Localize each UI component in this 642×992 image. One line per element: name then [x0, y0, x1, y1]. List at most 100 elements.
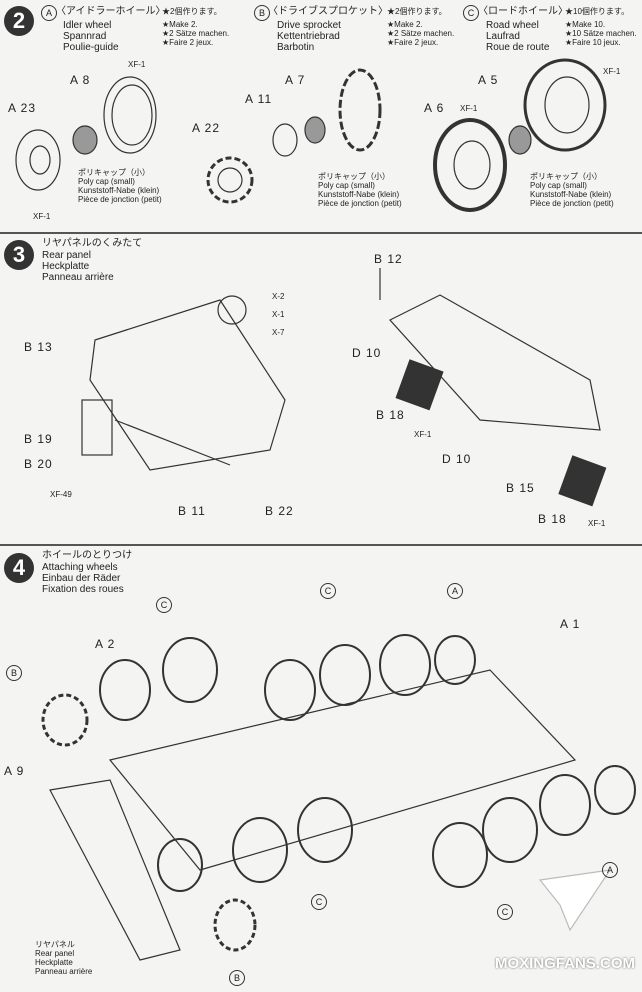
name-fr: Barbotin	[277, 42, 315, 53]
label-x1: X-1	[272, 310, 285, 319]
step-3-name-fr: Panneau arrière	[42, 272, 114, 283]
polycap-jp: ポリキャップ（小）	[78, 168, 150, 177]
note-fr: ★Faire 2 jeux.	[387, 38, 439, 47]
roadwheel-note-jp: ★10個作ります。	[565, 7, 630, 16]
label-a8: A 8	[70, 73, 91, 87]
label-a11: A 11	[245, 92, 273, 106]
roadwheel-notes: ★Make 10. ★10 Sätze machen. ★Faire 10 je…	[565, 20, 637, 47]
name-en: Drive sprocket	[277, 20, 341, 31]
label-xf1: XF-1	[33, 212, 51, 221]
marker-c: C	[320, 583, 336, 599]
label-b20: B 20	[24, 457, 53, 471]
name-de: Laufrad	[486, 31, 520, 42]
note-de: ★2 Sätze machen.	[387, 29, 455, 38]
note-de: ★2 Sätze machen.	[162, 29, 230, 38]
label-b15: B 15	[506, 481, 535, 495]
road-wheel-drawing	[433, 58, 607, 212]
polycap-note-c: ポリキャップ（小） Poly cap (small) Kunststoff-Na…	[530, 172, 614, 208]
roadwheel-names: Road wheel Laufrad Roue de route	[486, 20, 549, 53]
step-4-title-jp: ホイールのとりつけ	[42, 550, 133, 561]
step-3-name-en: Rear panel	[42, 250, 91, 261]
part-marker-c: C	[463, 5, 479, 21]
marker-c: C	[311, 894, 327, 910]
label-a23: A 23	[8, 101, 37, 115]
name-en: Idler wheel	[63, 20, 112, 31]
polycap-note-a: ポリキャップ（小） Poly cap (small) Kunststoff-Na…	[78, 168, 162, 204]
polycap-jp: ポリキャップ（小）	[530, 172, 602, 181]
polycap-de: Kunststoff-Nabe (klein)	[318, 190, 400, 199]
rear-panel-left-drawing	[81, 295, 286, 471]
label-a2: A 2	[95, 637, 116, 651]
label-d10: D 10	[352, 346, 382, 360]
polycap-en: Poly cap (small)	[78, 177, 135, 186]
note-en: ★Make 10.	[565, 20, 606, 29]
label-x2: X-2	[272, 292, 285, 301]
step-4-name-fr: Fixation des roues	[42, 584, 124, 595]
label-x7: X-7	[272, 328, 285, 337]
caption-en: Rear panel	[35, 949, 75, 958]
label-d10: D 10	[442, 452, 472, 466]
roadwheel-title-jp: 〈ロードホイール〉	[478, 6, 568, 17]
polycap-note-b: ポリキャップ（小） Poly cap (small) Kunststoff-Na…	[318, 172, 402, 208]
marker-a: A	[447, 583, 463, 599]
idler-names: Idler wheel Spannrad Poulie-guide	[63, 20, 119, 53]
label-a9: A 9	[4, 764, 25, 778]
name-en: Road wheel	[486, 20, 539, 31]
label-xf1: XF-1	[588, 519, 606, 528]
idler-notes: ★Make 2. ★2 Sätze machen. ★Faire 2 jeux.	[162, 20, 229, 47]
marker-a: A	[602, 862, 618, 878]
idler-title-jp: 〈アイドラーホイール〉	[56, 6, 166, 17]
polycap-fr: Pièce de jonction (petit)	[318, 199, 402, 208]
step-4-name-en: Attaching wheels	[42, 562, 118, 573]
step-3-name-de: Heckplatte	[42, 261, 90, 272]
label-a7: A 7	[285, 73, 306, 87]
step-4-name-de: Einbau der Räder	[42, 573, 121, 584]
marker-b: B	[229, 970, 245, 986]
polycap-de: Kunststoff-Nabe (klein)	[530, 190, 612, 199]
label-xf1: XF-1	[128, 60, 146, 69]
label-a6: A 6	[424, 101, 445, 115]
polycap-fr: Pièce de jonction (petit)	[530, 199, 614, 208]
label-a1: A 1	[560, 617, 581, 631]
label-b11: B 11	[178, 504, 206, 518]
watermark-logo	[538, 869, 612, 932]
name-fr: Poulie-guide	[63, 42, 119, 53]
rear-panel-caption: リヤパネル Rear panel Heckplatte Panneau arri…	[35, 940, 92, 976]
step-3-number: 3	[4, 240, 34, 270]
label-xf49: XF-49	[50, 490, 72, 499]
part-marker-b: B	[254, 5, 270, 21]
label-xf1: XF-1	[460, 104, 478, 113]
drive-sprocket-drawing	[206, 68, 382, 204]
label-a22: A 22	[192, 121, 221, 135]
marker-b: B	[6, 665, 22, 681]
note-en: ★Make 2.	[387, 20, 423, 29]
note-fr: ★Faire 10 jeux.	[565, 38, 621, 47]
sprocket-note-jp: ★2個作ります。	[387, 7, 447, 16]
label-b19: B 19	[24, 432, 53, 446]
label-b18: B 18	[538, 512, 567, 526]
watermark: MOXINGFANS.COM	[495, 955, 636, 972]
hull-drawing	[49, 669, 577, 961]
marker-c: C	[156, 597, 172, 613]
note-de: ★10 Sätze machen.	[565, 29, 637, 38]
label-a5: A 5	[478, 73, 499, 87]
polycap-en: Poly cap (small)	[530, 181, 587, 190]
rear-panel-right-drawing	[379, 268, 607, 507]
idler-note-jp: ★2個作ります。	[162, 7, 222, 16]
polycap-en: Poly cap (small)	[318, 181, 375, 190]
polycap-de: Kunststoff-Nabe (klein)	[78, 186, 160, 195]
polycap-fr: Pièce de jonction (petit)	[78, 195, 162, 204]
caption-fr: Panneau arrière	[35, 967, 93, 976]
section-divider	[0, 544, 642, 546]
name-fr: Roue de route	[486, 42, 550, 53]
polycap-jp: ポリキャップ（小）	[318, 172, 390, 181]
part-marker-a: A	[41, 5, 57, 21]
step-2-number: 2	[4, 6, 34, 36]
sprocket-title-jp: 〈ドライブスプロケット〉	[268, 6, 388, 17]
note-en: ★Make 2.	[162, 20, 198, 29]
wheels-drawing	[41, 634, 636, 952]
sprocket-notes: ★Make 2. ★2 Sätze machen. ★Faire 2 jeux.	[387, 20, 454, 47]
label-b18: B 18	[376, 408, 405, 422]
name-de: Kettentriebrad	[277, 31, 340, 42]
